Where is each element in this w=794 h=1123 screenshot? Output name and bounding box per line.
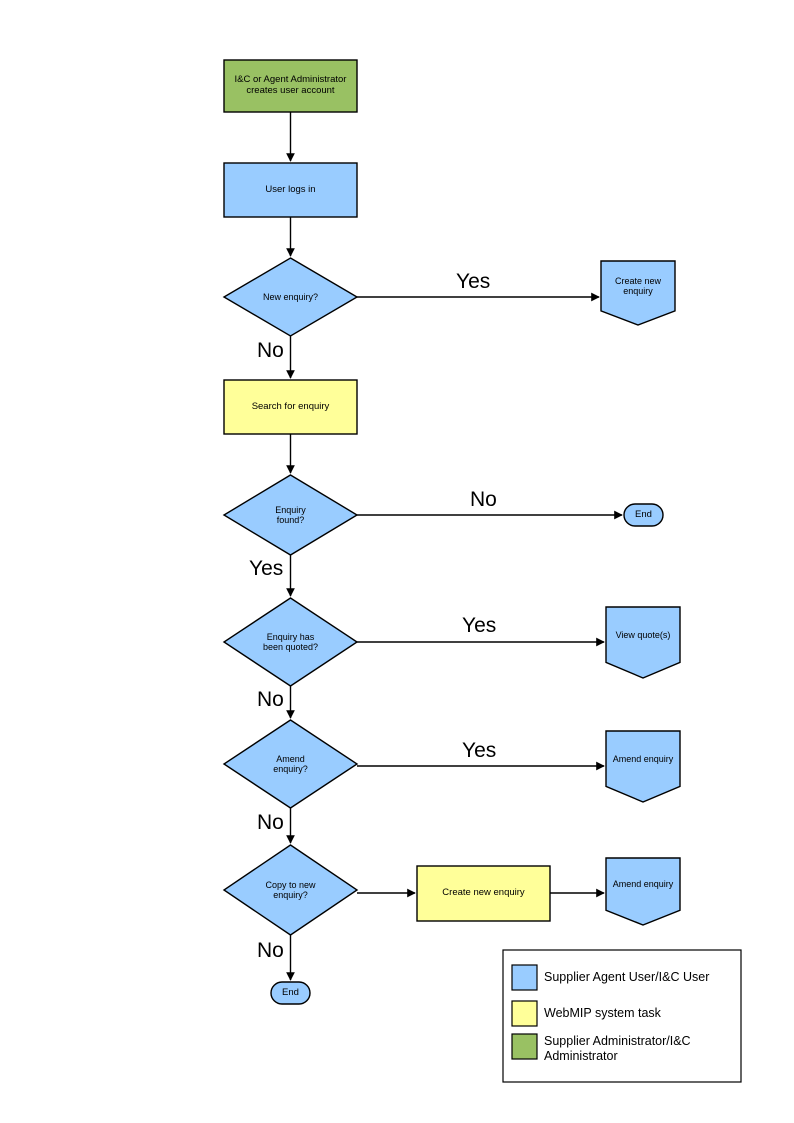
legend-swatch-legend-user xyxy=(511,964,538,991)
edge-layer xyxy=(286,112,623,981)
node-shape-enquiry-quoted-decision[interactable] xyxy=(222,597,359,687)
legend-swatch-legend-system xyxy=(511,1000,538,1027)
node-shape-layer xyxy=(222,59,681,1005)
node-shape-create-new-enquiry-top[interactable] xyxy=(600,260,676,326)
node-shape-new-enquiry-decision[interactable] xyxy=(222,257,359,337)
edge-label-no-new-enquiry: No xyxy=(257,339,284,362)
edge-label-no-copy: No xyxy=(257,939,284,962)
node-shape-search-for-enquiry[interactable] xyxy=(223,379,358,435)
legend-swatch-legend-admin xyxy=(511,1033,538,1060)
legend-text-legend-user: Supplier Agent User/I&C User xyxy=(544,970,710,984)
edge-label-no-enquiry-found: No xyxy=(470,488,497,511)
node-shape-user-logs-in[interactable] xyxy=(223,162,358,218)
node-shape-amend-enquiry-bottom[interactable] xyxy=(605,857,681,926)
edge-label-yes-new-enquiry: Yes xyxy=(456,270,491,293)
legend-text-legend-system: WebMIP system task xyxy=(544,1006,661,1020)
edge-label-yes-enquiry-found: Yes xyxy=(249,557,284,580)
edge-label-no-quoted: No xyxy=(257,688,284,711)
legend-text-legend-admin: Supplier Administrator/I&C Administrator xyxy=(544,1034,691,1063)
node-shape-copy-to-new-enquiry-decision[interactable] xyxy=(222,844,359,936)
legend-box xyxy=(502,949,742,1083)
node-shape-amend-enquiry-mid[interactable] xyxy=(605,730,681,803)
node-shape-end-top[interactable] xyxy=(623,503,664,527)
node-shape-end-bottom[interactable] xyxy=(270,981,311,1005)
node-shape-enquiry-found-decision[interactable] xyxy=(222,474,359,556)
legend-shape-layer xyxy=(502,949,742,1083)
edge-label-yes-amend: Yes xyxy=(462,739,497,762)
node-shape-admin-creates-account[interactable] xyxy=(223,59,358,113)
edge-label-no-amend: No xyxy=(257,811,284,834)
node-shape-create-new-enquiry-bottom[interactable] xyxy=(416,865,551,922)
node-shape-view-quotes[interactable] xyxy=(605,606,681,679)
edge-label-yes-quoted: Yes xyxy=(462,614,497,637)
node-shape-amend-enquiry-decision[interactable] xyxy=(222,719,359,809)
